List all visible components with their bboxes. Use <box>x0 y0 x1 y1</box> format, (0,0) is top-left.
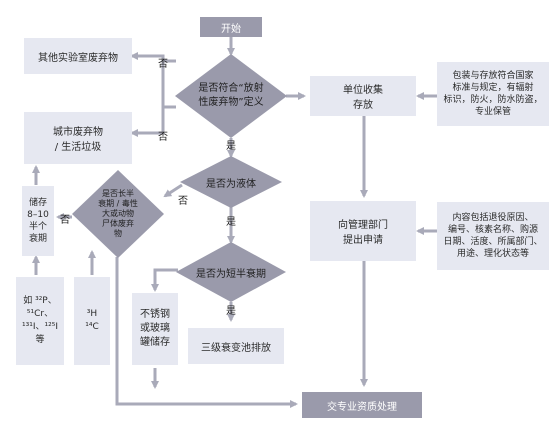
arrow-liquid-no-to-longhalf <box>163 183 183 198</box>
edge-label-no-4: 否 <box>60 215 70 226</box>
unit-collect-label: 单位收集 存放 <box>343 85 383 111</box>
arrow-radioactive-no-to-other-waste <box>130 52 176 63</box>
other-lab-waste-label: 其他实验室废弃物 <box>38 52 118 64</box>
arrow-longhalf-to-disposal <box>115 257 298 408</box>
start-label: 开始 <box>221 23 241 35</box>
edge-label-no-3: 否 <box>178 196 188 207</box>
edge-label-yes-1: 是 <box>226 141 236 152</box>
packaging-note-label: 包装与存放符合国家 标准与规定，有辐射 标识，防火，防水防盗， 专业保管 <box>443 71 543 117</box>
other-lab-waste-node: 其他实验室废弃物 <box>24 38 132 74</box>
edge-label-no-1: 否 <box>158 59 168 70</box>
storage-label: 储存 8–10 半个 衰期 <box>27 198 49 244</box>
arrow-radioactive-no-to-municipal <box>130 105 176 137</box>
isotopes-example-node: 如 ³²P、 ⁵¹Cr、 ¹³¹I、¹²⁵I 等 <box>16 277 64 365</box>
edge-label-no-2: 否 <box>158 132 168 143</box>
apply-authority-label: 向管理部门 提出申请 <box>338 220 388 246</box>
edge-label-yes-3: 是 <box>226 306 236 317</box>
application-content-node: 内容包括退役原因、 编号、核素名称、购源 日期、活度、所属部门、 用途、理化状态… <box>437 202 549 270</box>
liquid-check-diamond <box>180 156 282 208</box>
municipal-waste-node: 城市废弃物 / 生活垃圾 <box>24 112 132 164</box>
municipal-waste-label: 城市废弃物 / 生活垃圾 <box>53 127 103 153</box>
isotopes-example-label: 如 ³²P、 ⁵¹Cr、 ¹³¹I、¹²⁵I 等 <box>22 296 58 345</box>
liquid-check-label: 是否为液体 <box>206 178 256 190</box>
steel-glass-storage-label: 不锈钢 或玻璃 罐储存 <box>140 309 170 348</box>
h-c-example-node: ³H ¹⁴C <box>74 277 110 365</box>
tertiary-tank-label: 三级衰变池排放 <box>201 342 271 354</box>
professional-disposal-node: 交专业资质处理 <box>302 392 422 418</box>
longhalf-check-label: 是否长半 衰期 / 毒性 大或动物 尸体废弃 物 <box>98 189 138 238</box>
start-node: 开始 <box>200 17 262 37</box>
radioactive-check-label: 是否符合“放射 性废弃物”定义 <box>198 83 264 108</box>
edge-label-yes-2: 是 <box>226 217 236 228</box>
tertiary-tank-node: 三级衰变池排放 <box>188 328 284 364</box>
arrow-short-to-steel <box>151 268 178 292</box>
apply-authority-node: 向管理部门 提出申请 <box>310 201 416 261</box>
longhalf-check-diamond <box>72 170 164 258</box>
short-halflife-check-diamond <box>176 242 286 302</box>
short-halflife-check-label: 是否为短半衰期 <box>196 268 266 280</box>
h-c-example-label: ³H ¹⁴C <box>85 309 99 332</box>
unit-collect-node: 单位收集 存放 <box>310 76 416 116</box>
storage-node: 储存 8–10 半个 衰期 <box>22 186 54 256</box>
application-content-label: 内容包括退役原因、 编号、核素名称、购源 日期、活度、所属部门、 用途、理化状态… <box>443 213 543 259</box>
steel-glass-storage-node: 不锈钢 或玻璃 罐储存 <box>132 293 178 365</box>
professional-disposal-label: 交专业资质处理 <box>327 401 397 413</box>
packaging-note-node: 包装与存放符合国家 标准与规定，有辐射 标识，防火，防水防盗， 专业保管 <box>437 62 549 126</box>
radioactive-check-diamond <box>175 54 287 138</box>
